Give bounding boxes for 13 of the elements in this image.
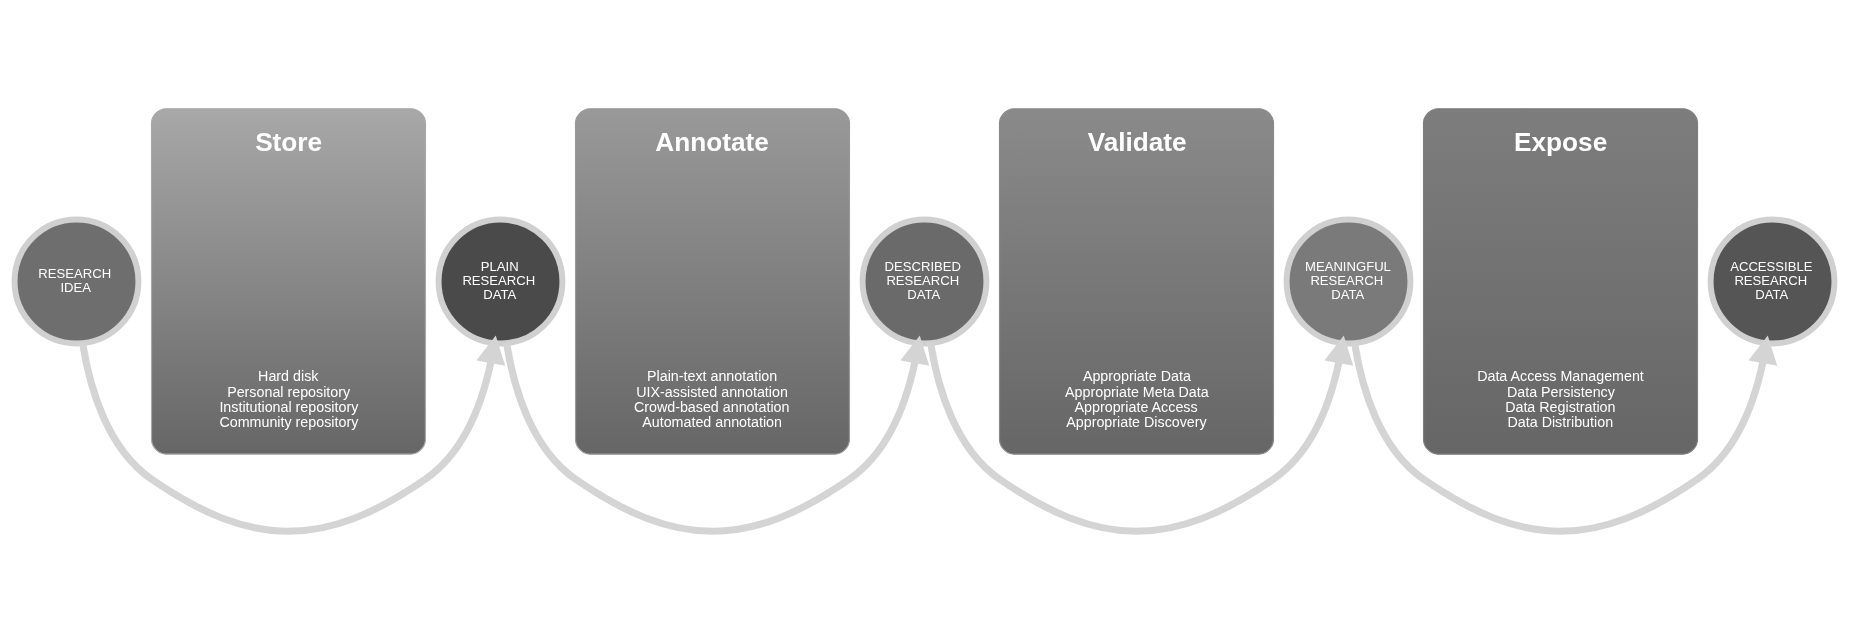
arrow bbox=[79, 335, 506, 535]
arrow bbox=[927, 335, 1354, 535]
node-circle: RESEARCH IDEA bbox=[11, 216, 142, 347]
node-circle: PLAIN RESEARCH DATA bbox=[435, 216, 566, 347]
node-box: Store Hard disk Personal repository Institutional repository Community repository bbox=[150, 108, 427, 455]
node-box: Expose Data Access Management Data Persistency Data Registration Data Distribution bbox=[1422, 108, 1699, 455]
arrow bbox=[503, 335, 930, 535]
node-circle: MEANINGFUL RESEARCH DATA bbox=[1283, 216, 1414, 347]
node-circle: DESCRIBED RESEARCH DATA bbox=[859, 216, 990, 347]
node-circle: ACCESSIBLE RESEARCH DATA bbox=[1707, 216, 1838, 347]
node-box: Validate Appropriate Data Appropriate Meta Data Appropriate Access Appropriate Discovery bbox=[998, 108, 1275, 455]
arrow bbox=[1351, 335, 1778, 535]
node-box: Annotate Plain-text annotation UIX-assisted annotation Crowd-based annotation Automated annotation bbox=[574, 108, 851, 455]
